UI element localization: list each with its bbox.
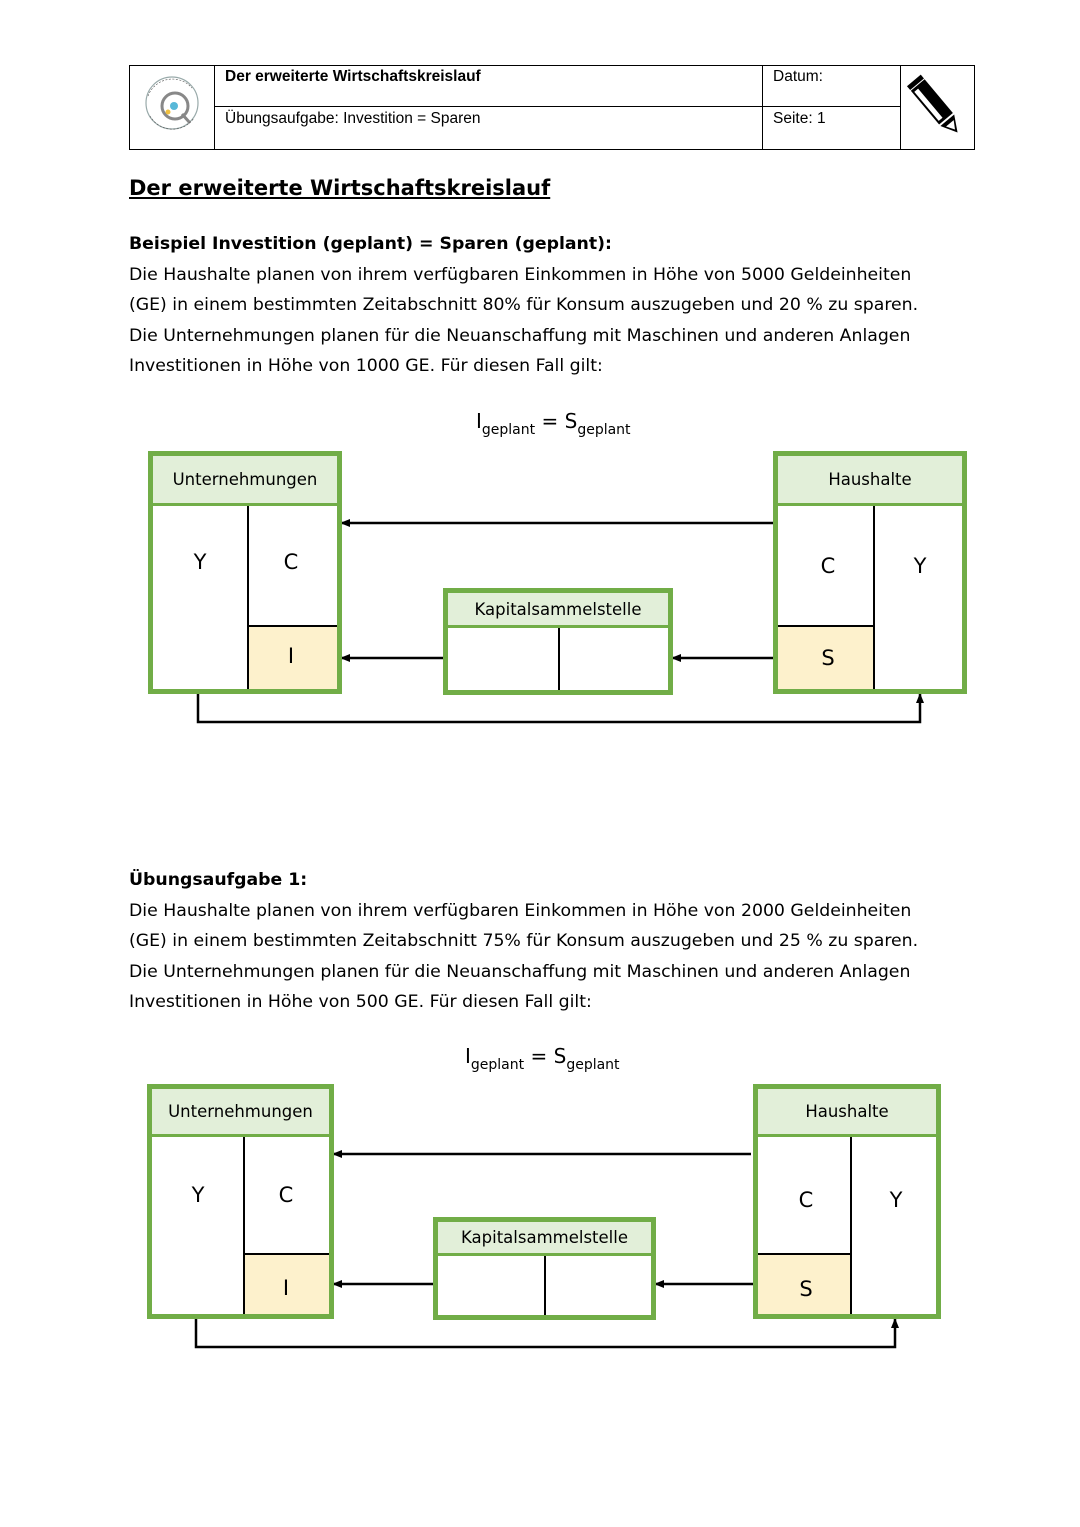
exercise-line: Die Unternehmungen planen für die Neuans… bbox=[129, 961, 911, 982]
capital-label: Kapitalsammelstelle bbox=[448, 593, 668, 628]
households-c: C bbox=[820, 554, 836, 578]
flow-arrows bbox=[196, 519, 924, 724]
divider bbox=[850, 1137, 852, 1314]
example-line: (GE) in einem bestimmten Zeitabschnitt 8… bbox=[129, 295, 919, 316]
eq-s-sub: geplant bbox=[577, 422, 631, 438]
page-label: Seite: 1 bbox=[763, 107, 901, 149]
firms-c: C bbox=[283, 550, 299, 574]
households-label: Haushalte bbox=[758, 1089, 936, 1137]
savings-cell bbox=[778, 627, 873, 689]
school-logo bbox=[130, 66, 215, 149]
firms-box: Unternehmungen Y C I bbox=[148, 451, 342, 694]
households-c: C bbox=[798, 1188, 814, 1212]
firms-label: Unternehmungen bbox=[153, 456, 337, 506]
date-label: Datum: bbox=[763, 66, 901, 107]
divider bbox=[873, 506, 875, 689]
header-subtitle: Übungsaufgabe: Investition = Sparen bbox=[215, 107, 763, 149]
firms-i: I bbox=[287, 644, 295, 668]
eq-i: I bbox=[476, 409, 482, 433]
divider bbox=[249, 625, 337, 627]
eq-s: S bbox=[564, 409, 578, 433]
eq-equals: = bbox=[535, 409, 565, 433]
exercise-paragraph: Übungsaufgabe 1: Die Haushalte planen vo… bbox=[129, 865, 979, 1018]
example-line: Die Unternehmungen planen für die Neuans… bbox=[129, 325, 911, 346]
divider bbox=[778, 625, 873, 627]
equation: Igeplant = Sgeplant bbox=[465, 1044, 620, 1073]
firms-i: I bbox=[282, 1276, 290, 1300]
divider bbox=[544, 1256, 546, 1315]
firms-y: Y bbox=[193, 550, 207, 574]
divider bbox=[758, 1253, 850, 1255]
capital-box: Kapitalsammelstelle bbox=[443, 588, 673, 695]
households-box: Haushalte C Y S bbox=[773, 451, 967, 694]
eq-s: S bbox=[553, 1044, 567, 1068]
flow-arrows bbox=[194, 1150, 899, 1349]
example-paragraph: Beispiel Investition (geplant) = Sparen … bbox=[129, 229, 979, 382]
eq-i-sub: geplant bbox=[481, 422, 536, 438]
header-title: Der erweiterte Wirtschaftskreislauf bbox=[215, 66, 763, 107]
households-y: Y bbox=[913, 554, 927, 578]
eq-s-sub: geplant bbox=[566, 1057, 620, 1073]
firms-y: Y bbox=[191, 1183, 205, 1207]
exercise-heading: Übungsaufgabe 1: bbox=[129, 870, 308, 890]
eq-i: I bbox=[465, 1044, 471, 1068]
households-y: Y bbox=[889, 1188, 903, 1212]
firms-label: Unternehmungen bbox=[152, 1089, 329, 1137]
firms-c: C bbox=[278, 1183, 294, 1207]
pencil-icon bbox=[901, 66, 974, 149]
circular-flow-diagram-exercise: Igeplant = Sgeplant Unternehmungen Y C I… bbox=[0, 1040, 1080, 1360]
capital-label: Kapitalsammelstelle bbox=[438, 1222, 651, 1256]
eq-i-sub: geplant bbox=[470, 1057, 525, 1073]
school-seal-icon bbox=[145, 76, 199, 130]
equation: Igeplant = Sgeplant bbox=[476, 409, 631, 438]
firms-box: Unternehmungen Y C I bbox=[147, 1084, 334, 1319]
investment-cell bbox=[245, 1255, 329, 1314]
divider bbox=[247, 506, 249, 689]
savings-cell bbox=[758, 1255, 850, 1314]
page-title: Der erweiterte Wirtschaftskreislauf bbox=[129, 176, 551, 200]
exercise-line: (GE) in einem bestimmten Zeitabschnitt 7… bbox=[129, 931, 919, 952]
divider bbox=[245, 1253, 329, 1255]
eq-equals: = bbox=[524, 1044, 554, 1068]
divider bbox=[243, 1137, 245, 1314]
households-s: S bbox=[821, 646, 835, 670]
households-label: Haushalte bbox=[778, 456, 962, 506]
circular-flow-diagram-example: Igeplant = Sgeplant Unternehmungen Y C I… bbox=[0, 405, 1080, 735]
example-line: Investitionen in Höhe von 1000 GE. Für d… bbox=[129, 356, 603, 377]
exercise-line: Investitionen in Höhe von 500 GE. Für di… bbox=[129, 992, 592, 1013]
households-box: Haushalte C Y S bbox=[753, 1084, 941, 1319]
example-line: Die Haushalte planen von ihrem verfügbar… bbox=[129, 264, 912, 285]
header-table: Der erweiterte Wirtschaftskreislauf Übun… bbox=[129, 65, 975, 150]
investment-cell bbox=[249, 627, 337, 689]
capital-box: Kapitalsammelstelle bbox=[433, 1217, 656, 1320]
example-heading: Beispiel Investition (geplant) = Sparen … bbox=[129, 234, 612, 254]
divider bbox=[558, 628, 560, 690]
exercise-line: Die Haushalte planen von ihrem verfügbar… bbox=[129, 900, 912, 921]
households-s: S bbox=[799, 1277, 813, 1301]
